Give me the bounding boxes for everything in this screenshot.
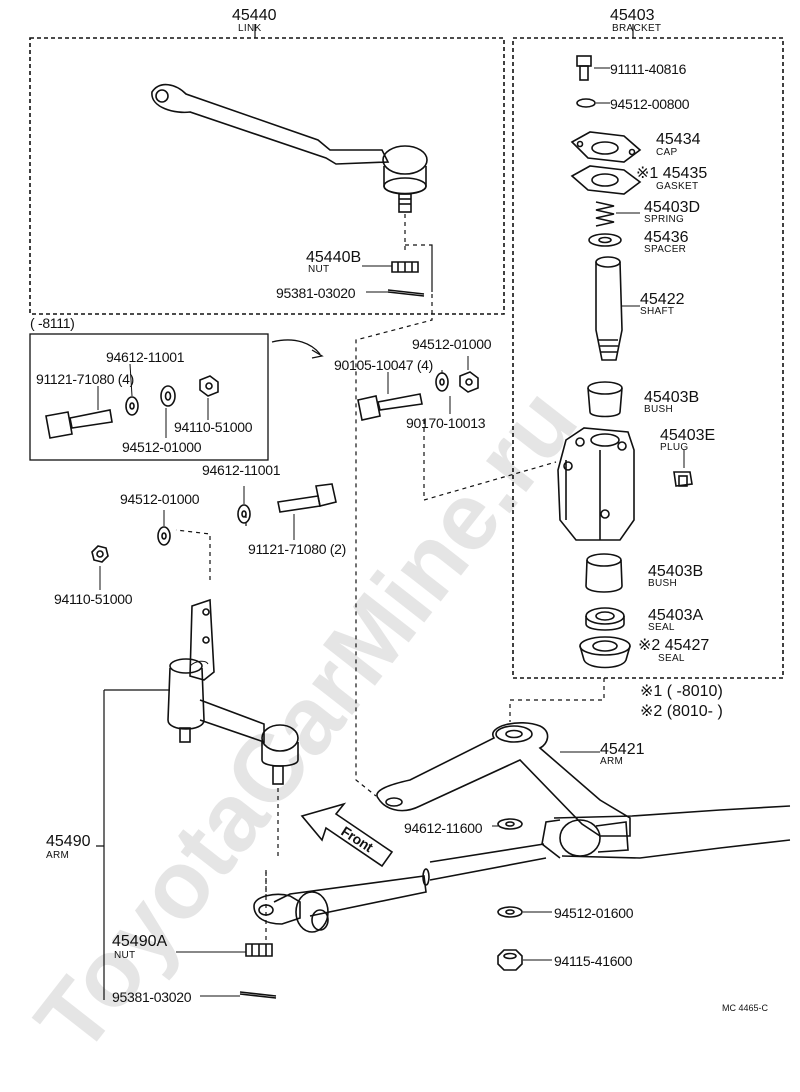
part-94612-11600: 94612-11600 [404,820,483,836]
bolt-91121-71080-a [45,409,113,439]
part-45403b-lower-name: BUSH [648,578,677,589]
bolt-91121-71080-b [277,483,337,513]
part-45436-name: SPACER [644,244,687,255]
part-45403e-name: PLUG [660,442,689,453]
part-45421: 45421 [600,741,645,758]
part-45427: ※2 45427 [638,637,710,654]
part-90170-10013: 90170-10013 [406,415,486,431]
nut-94110-51000-a [199,375,219,397]
part-45434-name: CAP [656,147,678,158]
part-45440b: 45440B [306,249,362,266]
part-45435-name: GASKET [656,181,699,192]
part-90105-10047: 90105-10047 (4) [334,357,434,373]
part-91121-71080-a: 91121-71080 (4) [36,371,134,387]
castle-nut-45490a [245,943,273,957]
part-45440b-name: NUT [308,264,330,275]
plug-45403e [673,471,693,487]
bush-45403b-upper [587,381,623,418]
part-94115-41600: 94115-41600 [554,953,633,969]
part-94512-01000-b: 94512-01000 [120,491,200,507]
part-45403a-name: SEAL [648,622,675,633]
note-1: ※1 ( -8010) [640,683,723,700]
part-91111-40816: 91111-40816 [610,61,687,77]
part-45403b-upper-name: BUSH [644,404,673,415]
bracket-group-name: BRACKET [612,23,662,34]
washer-94512-01000-a [160,385,176,407]
washer-94512-01000-b [157,526,171,546]
part-94110-51000-a: 94110-51000 [174,419,253,435]
part-45421-name: ARM [600,756,624,767]
part-45403b-upper: 45403B [644,389,700,406]
part-45436: 45436 [644,229,689,246]
part-45490a: 45490A [112,933,168,950]
lock-washer-94612-11001-b [237,504,251,524]
figure-code: MC 4465-C [722,1003,769,1013]
castle-nut-45440b [391,261,419,273]
link-range-label: ( -8111) [30,315,75,331]
bolt-91111 [576,55,592,81]
bolt-90105-10047 [357,393,423,421]
nut-94110-51000-b [91,545,109,563]
cap-45434 [570,131,642,163]
part-94512-00800: 94512-00800 [610,96,690,112]
link-group-name: LINK [238,23,262,34]
lock-washer-94612-11001-a [125,396,139,416]
part-45403d: 45403D [644,199,701,216]
part-45434: 45434 [656,131,701,148]
part-94512-01000-c: 94512-01000 [412,336,492,352]
part-94612-11001-b: 94612-11001 [202,462,281,478]
washer-94512-00800 [576,98,596,108]
seal-45403a [585,607,625,631]
part-45435: ※1 45435 [636,165,708,182]
part-94110-51000-b: 94110-51000 [54,591,133,607]
bracket-group-number: 45403 [610,7,655,24]
part-94512-01600: 94512-01600 [554,905,634,921]
link-45440-part [151,83,428,213]
seal-45427 [579,636,631,669]
part-45403e: 45403E [660,427,716,444]
idler-arm-45421 [376,722,631,837]
gasket-45435 [570,165,642,195]
bracket-group-box [512,37,784,679]
part-95381-03020-a: 95381-03020 [276,285,356,301]
front-arrow [300,802,394,868]
part-45422-name: SHAFT [640,306,675,317]
shaft-45422 [595,256,623,361]
nut-90170-10013 [459,371,479,393]
part-91121-71080-b: 91121-71080 (2) [248,541,346,557]
part-45403a: 45403A [648,607,704,624]
part-45403b-lower: 45403B [648,563,704,580]
part-45490a-name: NUT [114,950,136,961]
cotter-pin-95381 [387,289,425,297]
nut-94115-41600 [497,949,523,971]
relay-rod [273,805,791,917]
bracket-housing [557,427,635,541]
washer-94512-01600 [497,906,523,918]
nut-94612-11600 [497,818,523,830]
part-45427-name: SEAL [658,653,685,664]
spring-45403d [595,201,615,227]
arm-assy-name: ARM [46,850,70,861]
link-group-number: 45440 [232,7,277,24]
spacer-45436 [588,233,622,247]
arm-assy-number: 45490 [46,833,91,850]
note-2: ※2 (8010- ) [640,703,723,720]
part-45422: 45422 [640,291,685,308]
pre-8111-hardware-box [29,333,269,461]
part-94512-01000-a: 94512-01000 [122,439,202,455]
tie-rod-end [253,891,329,933]
bush-45403b-lower [585,553,623,593]
idler-arm-assembly-45490 [167,598,299,785]
part-94612-11001-a: 94612-11001 [106,349,185,365]
cotter-pin-95381-b [239,991,277,999]
part-95381-03020-b: 95381-03020 [112,989,192,1005]
part-45403d-name: SPRING [644,214,685,225]
link-group-box [29,37,505,315]
washer-94512-01000-c [435,372,449,392]
